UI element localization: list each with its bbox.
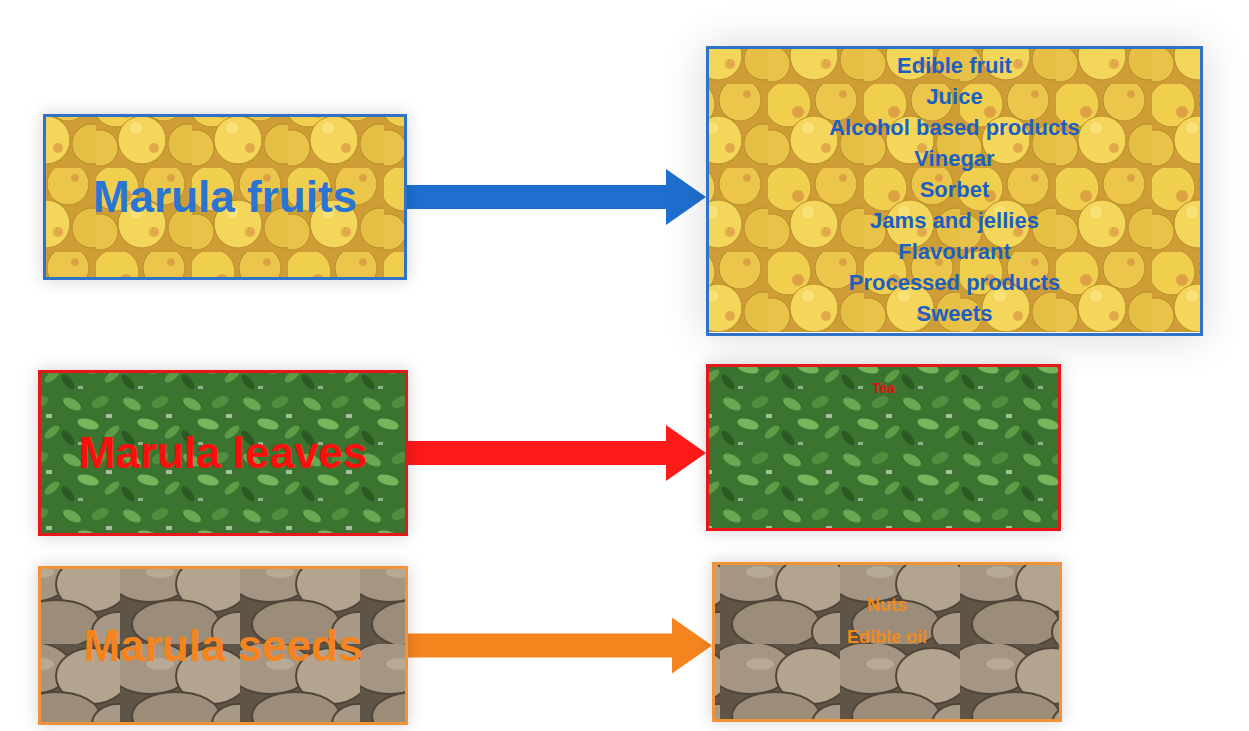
seed-photo — [712, 562, 1062, 722]
product-item: Sorbet — [920, 174, 990, 205]
product-box: NutsEdible oil — [712, 562, 1062, 722]
product-item: Tea — [872, 379, 895, 397]
product-item: Juice — [926, 81, 982, 112]
fruit-photo — [706, 46, 1203, 332]
product-item: Flavourant — [898, 236, 1010, 267]
product-item: Processed products — [849, 267, 1061, 298]
source-box: Marula fruits — [43, 114, 407, 280]
source-title: Marula leaves — [79, 428, 368, 478]
product-item: Edible oil — [847, 621, 927, 653]
arrow-connector — [408, 634, 674, 658]
leaf-photo — [706, 364, 1061, 531]
product-item: Alcohol based products — [829, 112, 1080, 143]
source-title: Marula fruits — [93, 172, 357, 222]
arrow-connector — [407, 185, 668, 209]
product-item: Nuts — [867, 589, 907, 621]
leaf-photo — [38, 370, 408, 536]
seed-photo — [38, 566, 408, 725]
arrow-connector — [408, 441, 668, 465]
source-box: Marula leaves — [38, 370, 408, 536]
product-box: Tea — [706, 364, 1061, 531]
source-box: Marula seeds — [38, 566, 408, 725]
source-title: Marula seeds — [84, 621, 363, 671]
product-item: Vinegar — [914, 143, 994, 174]
product-item: Jams and jellies — [870, 205, 1039, 236]
fruit-photo — [43, 114, 407, 280]
product-item: Edible fruit — [897, 50, 1012, 81]
product-box: Edible fruitJuiceAlcohol based productsV… — [706, 46, 1203, 336]
product-item: Sweets — [917, 298, 993, 329]
